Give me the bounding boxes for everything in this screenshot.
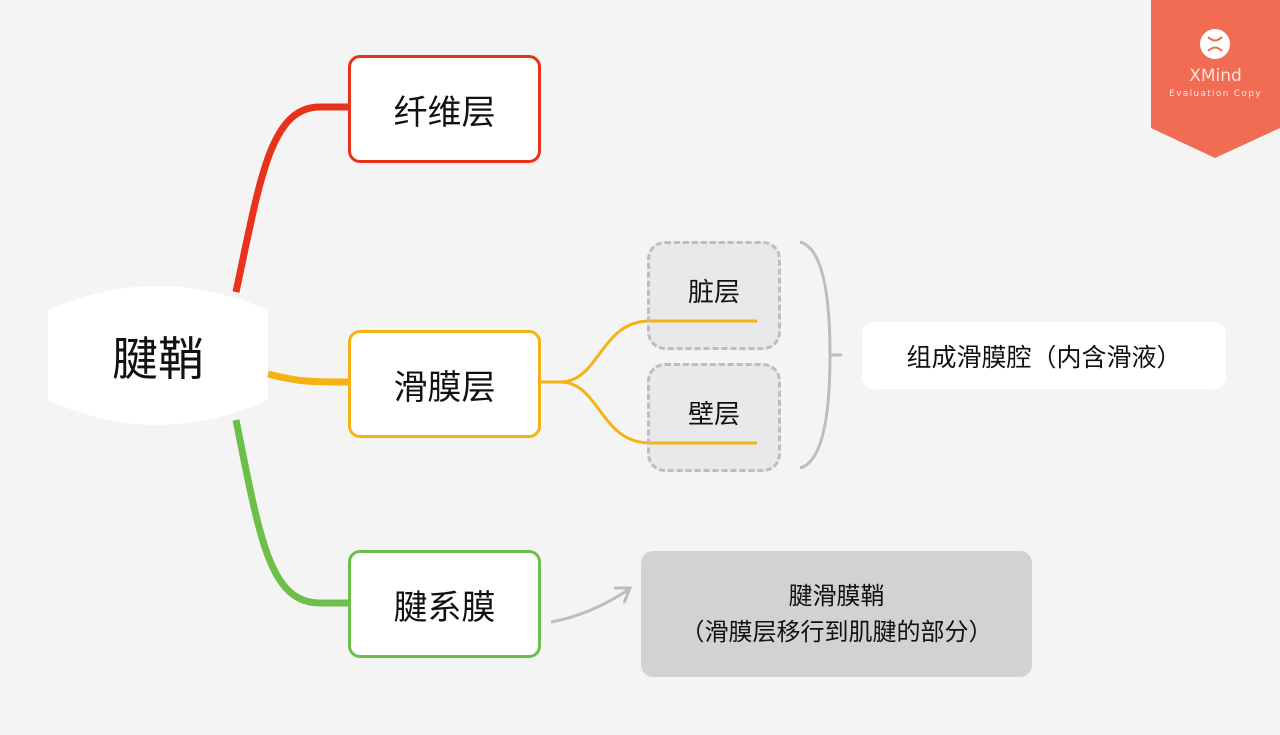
relationship-arrow [550, 586, 633, 624]
connector-synovial [267, 370, 349, 386]
root-topic[interactable]: 腱鞘 [48, 278, 268, 433]
topic-label: 滑膜层 [393, 367, 496, 408]
topic-label: 腱系膜 [393, 587, 496, 628]
connector-mesotendon [232, 419, 348, 607]
watermark-subtitle: Evaluation Copy [1169, 89, 1262, 99]
xmind-logo-icon [1200, 29, 1230, 59]
summary-topic[interactable]: 组成滑膜腔（内含滑液） [862, 322, 1226, 389]
subtopic-visceral-layer[interactable]: 脏层 [647, 241, 781, 350]
relationship-target-topic[interactable]: 腱滑膜鞘 （滑膜层移行到肌腱的部分） [641, 551, 1032, 677]
topic-fibrous-layer[interactable]: 纤维层 [348, 55, 541, 163]
note-line-2: （滑膜层移行到肌腱的部分） [680, 618, 993, 646]
topic-synovial-layer[interactable]: 滑膜层 [348, 330, 541, 438]
connector-visceral [541, 319, 757, 384]
subtopic-label: 脏层 [687, 278, 740, 308]
root-label: 腱鞘 [112, 331, 204, 386]
summary-brace [799, 240, 842, 470]
watermark-brand: XMind [1189, 66, 1242, 86]
subtopic-parietal-layer[interactable]: 壁层 [647, 363, 781, 472]
connector-fiber [232, 103, 348, 293]
topic-label: 纤维层 [393, 92, 496, 133]
subtopic-label: 壁层 [687, 400, 740, 430]
root-shape [48, 286, 268, 425]
topic-mesotendon[interactable]: 腱系膜 [348, 550, 541, 658]
summary-label: 组成滑膜腔（内含滑液） [906, 342, 1182, 372]
note-line-1: 腱滑膜鞘 [788, 582, 885, 610]
xmind-watermark: XMind Evaluation Copy [1151, 0, 1280, 158]
connector-parietal [559, 380, 757, 445]
